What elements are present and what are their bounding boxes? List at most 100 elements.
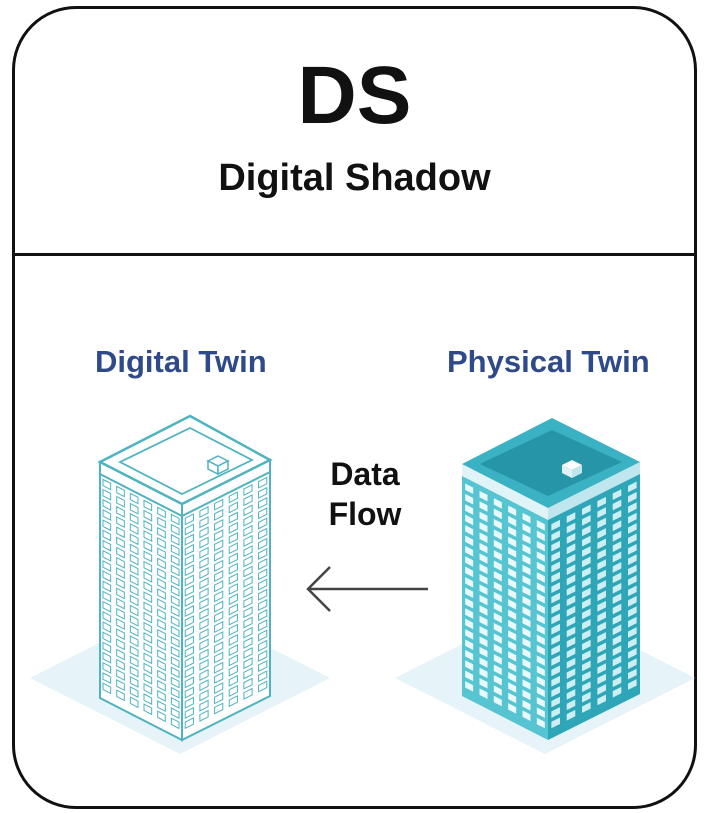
building-window	[566, 657, 576, 669]
building-window	[170, 574, 180, 587]
building-window	[214, 498, 224, 511]
building-window	[258, 568, 268, 581]
building-window	[170, 595, 180, 607]
building-window	[116, 526, 125, 539]
building-window	[628, 502, 637, 514]
building-window	[551, 582, 560, 594]
building-window	[102, 539, 112, 552]
building-window	[551, 613, 560, 625]
data-flow-line2: Flow	[328, 496, 402, 532]
building-window	[184, 554, 194, 567]
building-window	[157, 526, 166, 539]
building-window	[551, 603, 560, 614]
building-window	[508, 547, 517, 558]
building-window	[465, 525, 474, 536]
building-window	[243, 667, 253, 680]
building-window	[129, 512, 139, 525]
building-window	[465, 545, 474, 557]
building-window	[551, 540, 560, 552]
building-window	[228, 593, 238, 606]
building-window	[465, 535, 474, 547]
building-window	[522, 533, 531, 545]
building-window	[102, 509, 112, 522]
building-window	[116, 577, 125, 590]
building-window	[479, 667, 488, 679]
building-window	[522, 544, 531, 555]
building-window	[522, 575, 531, 586]
building-window	[102, 529, 112, 542]
building-window	[170, 584, 180, 597]
building-window	[582, 598, 591, 609]
building-window	[465, 597, 474, 609]
building-window	[258, 639, 268, 652]
building-window	[508, 609, 517, 621]
building-window	[184, 625, 194, 638]
building-window	[508, 557, 517, 569]
building-window	[522, 648, 531, 659]
building-window	[170, 635, 180, 648]
building-window	[597, 611, 606, 623]
building-window	[493, 498, 502, 509]
building-window	[199, 597, 209, 610]
building-window	[214, 661, 224, 674]
building-window	[522, 616, 531, 628]
building-window	[597, 621, 606, 633]
building-window	[129, 492, 139, 505]
building-window	[228, 613, 238, 626]
building-window	[184, 666, 194, 679]
building-window	[536, 624, 545, 635]
building-window	[116, 638, 125, 651]
building-window	[508, 661, 517, 673]
building-window	[479, 490, 488, 502]
building-window	[508, 651, 517, 662]
building-window	[228, 664, 238, 677]
building-window	[597, 632, 606, 643]
building-window	[566, 668, 576, 679]
building-window	[582, 618, 591, 630]
building-window	[536, 603, 545, 614]
building-window	[157, 669, 166, 682]
building-window	[243, 657, 253, 670]
building-window	[551, 551, 560, 562]
building-window	[258, 649, 268, 662]
building-window	[184, 605, 194, 618]
building-window	[597, 559, 606, 571]
building-window	[566, 585, 576, 596]
building-window	[214, 671, 224, 684]
building-window	[566, 699, 576, 711]
building-window	[493, 550, 502, 561]
building-window	[258, 588, 268, 601]
building-window	[102, 631, 112, 644]
building-window	[184, 564, 194, 577]
building-window	[465, 660, 474, 671]
building-window	[597, 517, 606, 529]
building-window	[465, 649, 474, 661]
building-window	[551, 561, 560, 573]
building-window	[116, 567, 125, 579]
building-window	[465, 681, 474, 692]
building-window	[243, 534, 253, 547]
building-window	[522, 512, 531, 524]
building-window	[116, 618, 125, 630]
building-window	[493, 560, 502, 572]
building-window	[184, 543, 194, 556]
building-window	[536, 717, 545, 729]
building-window	[551, 519, 560, 531]
building-window	[582, 681, 591, 693]
building-window	[522, 658, 531, 669]
building-window	[199, 505, 209, 519]
building-window	[102, 651, 112, 664]
building-window	[129, 675, 139, 688]
building-window	[243, 524, 253, 537]
building-window	[157, 577, 166, 590]
building-window	[508, 671, 517, 683]
building-window	[157, 679, 166, 692]
building-window	[184, 655, 194, 669]
building-window	[243, 616, 253, 629]
building-window	[184, 676, 194, 689]
building-window	[628, 533, 637, 545]
building-window	[116, 516, 125, 529]
building-window	[493, 685, 502, 696]
building-window	[597, 538, 606, 550]
building-window	[536, 551, 545, 562]
